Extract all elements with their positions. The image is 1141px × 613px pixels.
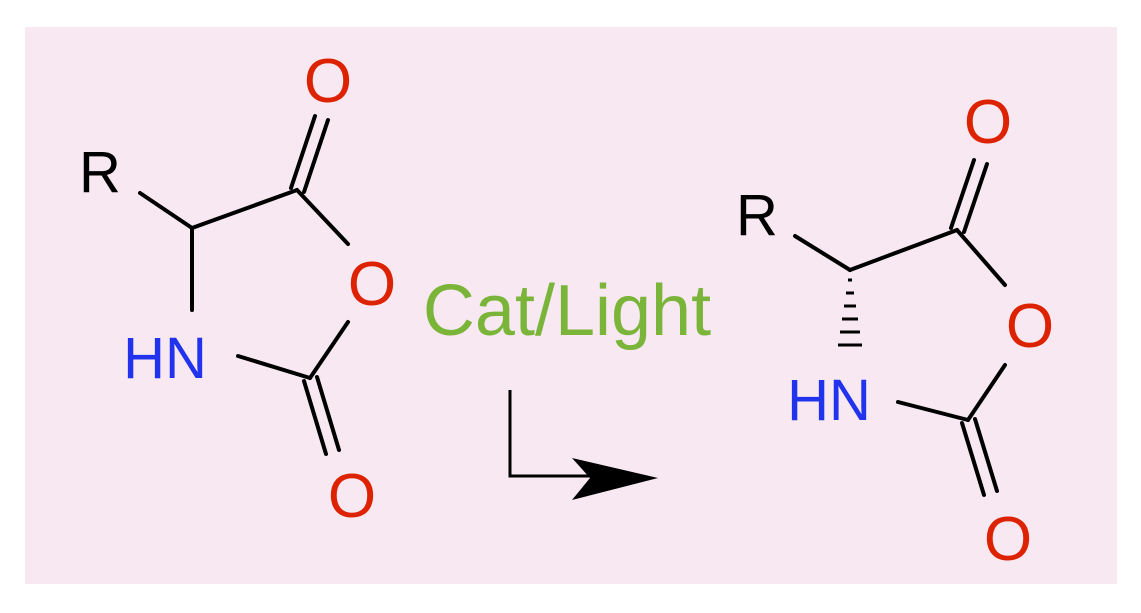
reaction-arrow-line [508,390,590,478]
product-bond-ca-c5 [848,228,959,272]
product-hashed-wedge-bond [838,278,862,347]
product-bond-c5-o [955,228,1007,287]
reactant-bond-r [138,191,194,230]
product-carbonyl-top-b [962,162,989,234]
reactant-bond-ca-c5 [190,188,299,230]
reaction-arrow-head [572,458,658,500]
reactant-bond-n-c2 [236,354,312,380]
product-carbonyl-bottom-b [973,417,999,493]
product-bond-n-c2 [896,400,970,422]
product-carbonyl-top-a [949,158,976,230]
reactant-carbonyl-top-a [289,114,317,190]
reactant-bond-c5-o [295,188,350,246]
reactant-carbonyl-top-b [302,118,330,194]
product-bond-o-c2 [966,363,1007,422]
reactant-nh-label: HN [123,326,207,391]
reactant-bond-o-c2 [308,320,350,380]
reaction-conditions-label: Cat/Light [423,271,711,351]
scheme-panel [25,27,1117,584]
reactant-molecule [138,114,350,456]
reactant-ring-oxygen: O [348,250,396,319]
product-molecule [793,158,1007,497]
product-carbonyl-oxygen-bottom: O [984,505,1032,574]
reactant-carbonyl-bottom-a [302,379,328,456]
reactant-carbonyl-oxygen-top: O [304,47,352,116]
reactant-r-label: R [79,140,121,205]
product-bond-r [793,234,852,272]
product-ring-oxygen: O [1006,292,1054,361]
reaction-arrow [508,390,658,500]
product-nh-label: HN [787,368,871,433]
product-carbonyl-bottom-a [960,421,986,497]
reactant-carbonyl-bottom-b [315,375,341,452]
product-r-label: R [736,183,778,248]
reactant-carbonyl-oxygen-bottom: O [328,462,376,531]
product-carbonyl-oxygen-top: O [964,88,1012,157]
